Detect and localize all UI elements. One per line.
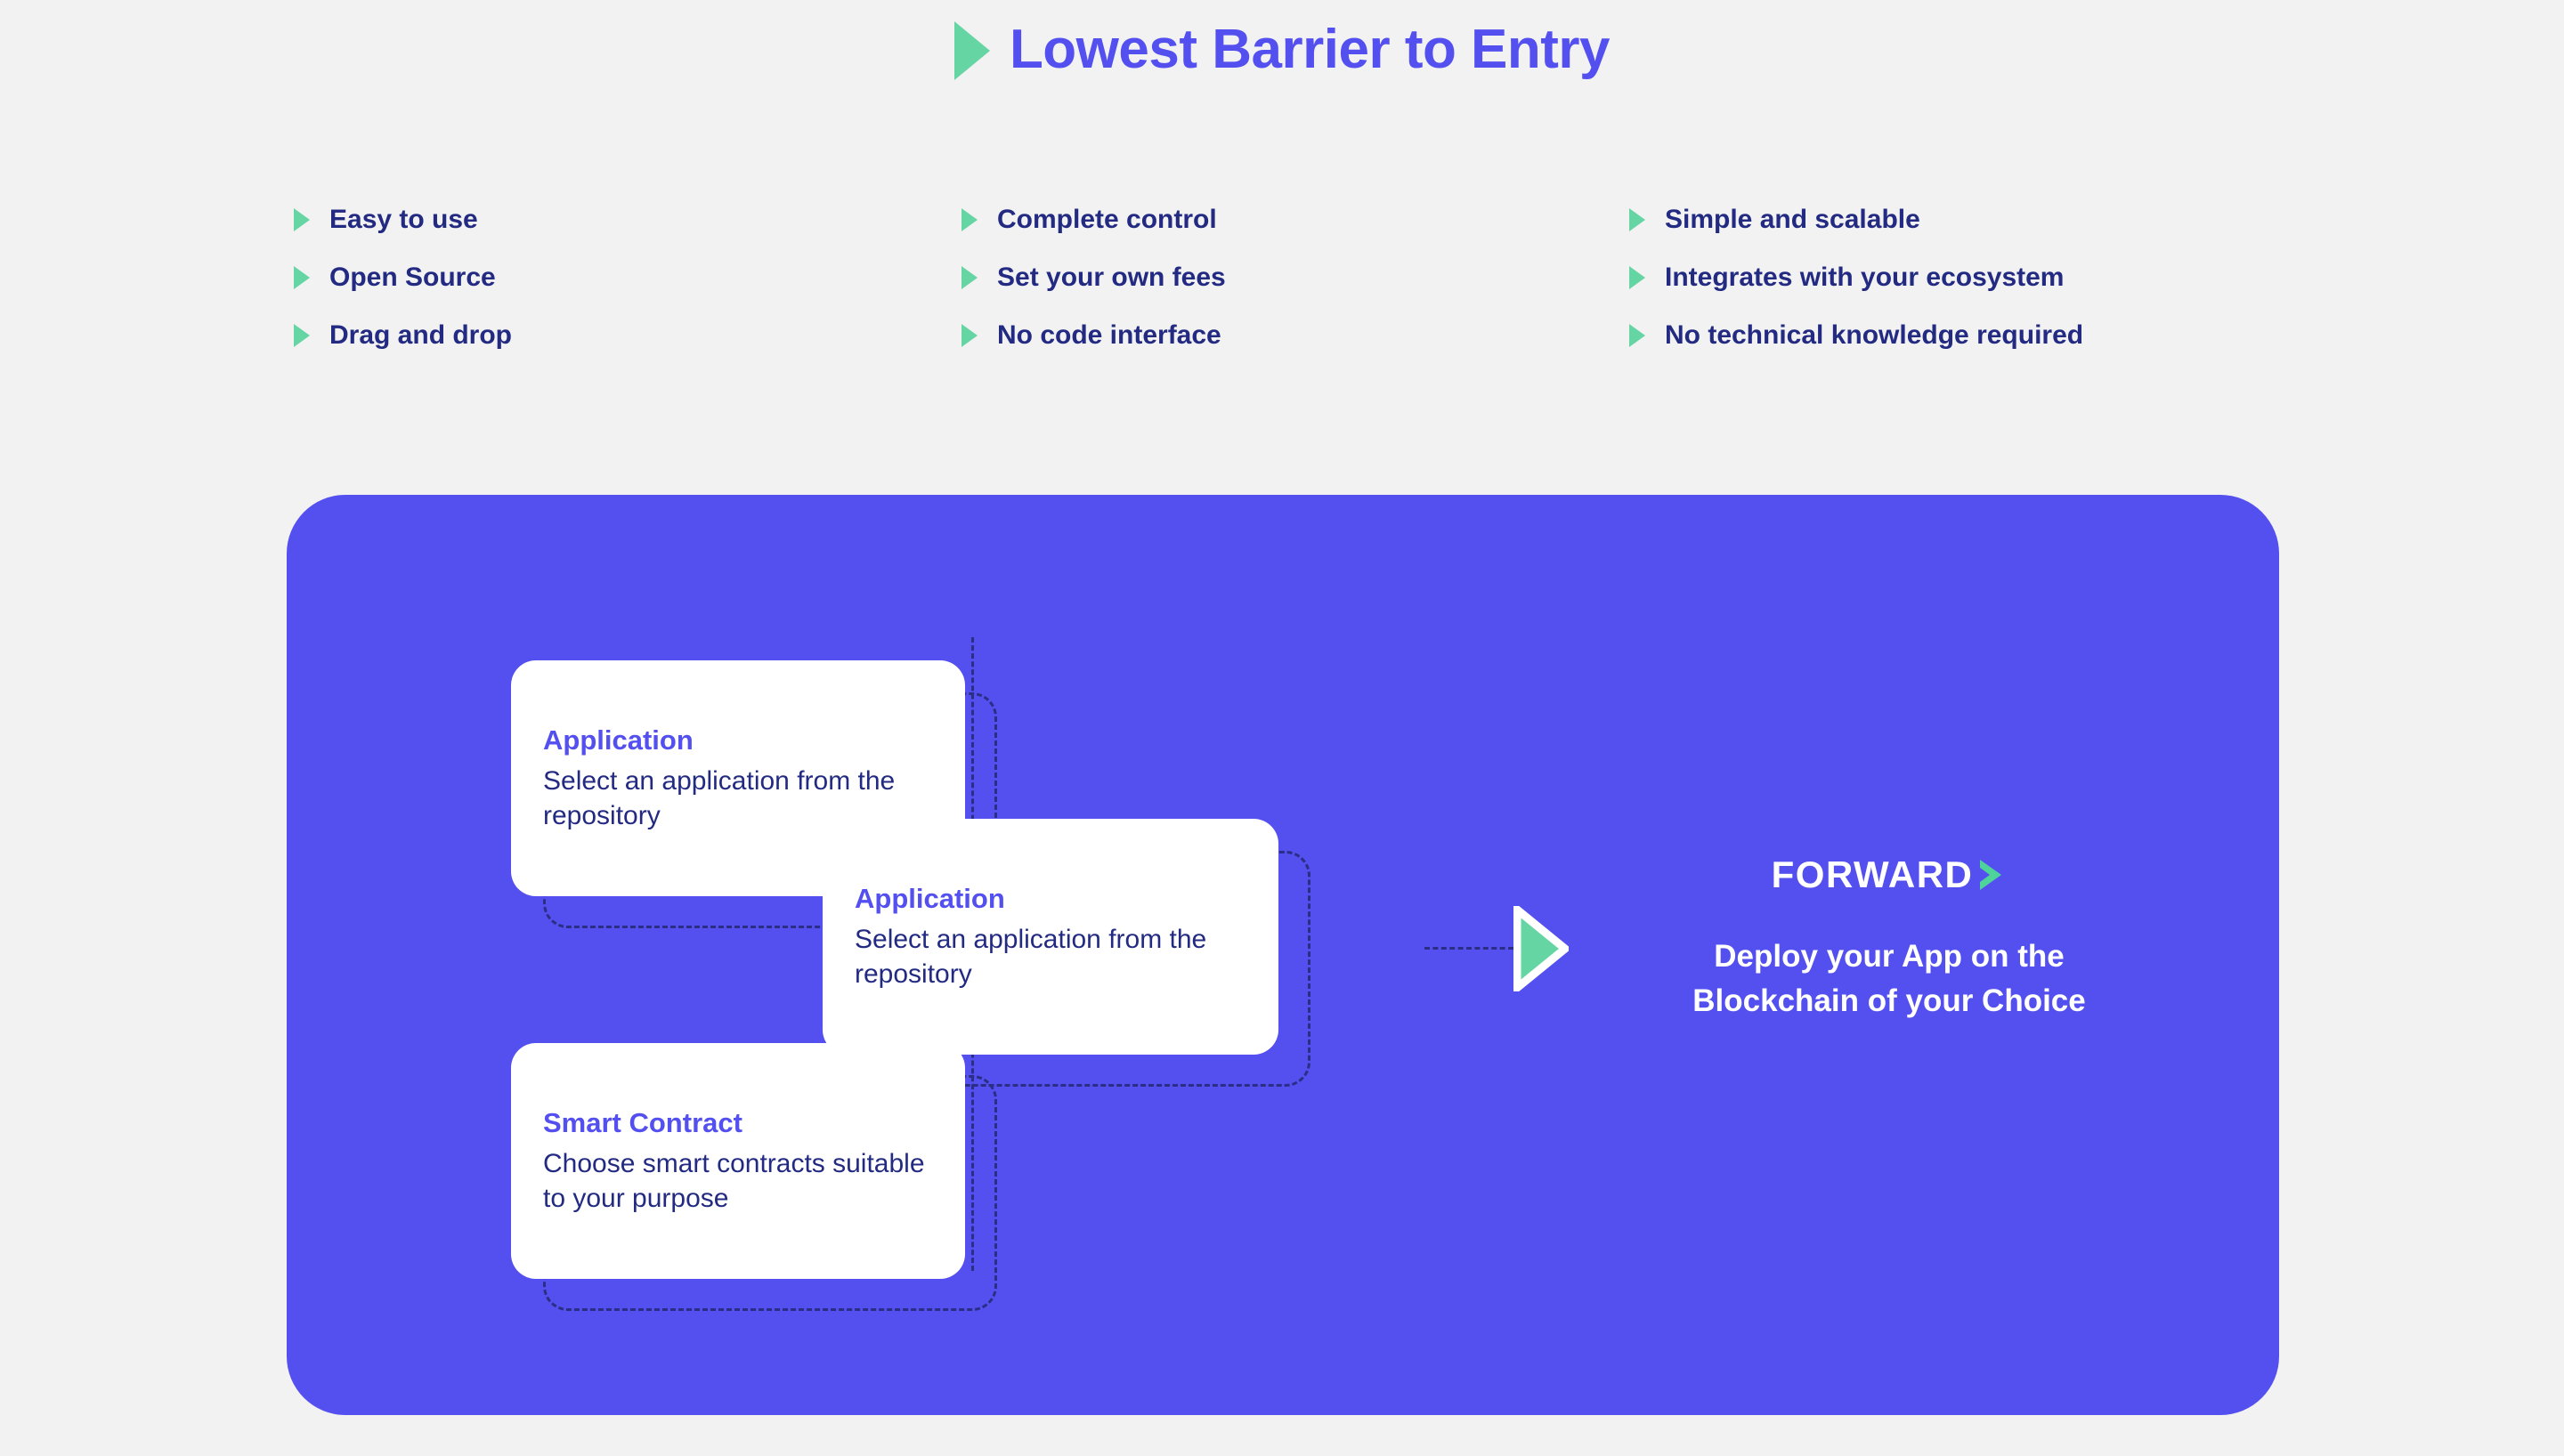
feature-column-3: Simple and scalable Integrates with your… — [1629, 206, 2279, 349]
feature-column-2: Complete control Set your own fees No co… — [961, 206, 1629, 349]
card-description: Select an application from the repositor… — [543, 766, 896, 830]
triangle-right-icon — [961, 266, 978, 289]
page-title: Lowest Barrier to Entry — [1009, 19, 1611, 80]
triangle-right-icon — [961, 208, 978, 231]
card-description: Select an application from the repositor… — [855, 925, 1207, 989]
chevron-right-icon — [1980, 860, 2002, 890]
feature-label: Set your own fees — [997, 263, 1226, 292]
forward-brand-block: FORWARD Deploy your App on the Blockchai… — [1640, 856, 2138, 1023]
card-description: Choose smart contracts suitable to your … — [543, 1149, 925, 1213]
connector-line — [971, 637, 974, 869]
card-title: Application — [543, 724, 694, 756]
feature-label: Simple and scalable — [1665, 205, 1920, 234]
feature-label: Drag and drop — [329, 320, 513, 350]
feature-item-no-technical-knowledge-required: No technical knowledge required — [1629, 322, 2279, 349]
triangle-right-icon — [294, 266, 310, 289]
forward-logo: FORWARD — [1640, 856, 2138, 894]
triangle-right-icon — [1629, 266, 1645, 289]
feature-label: Open Source — [329, 263, 496, 292]
connector-line — [1424, 947, 1513, 950]
arrow-right-outline-icon — [1513, 906, 1569, 991]
feature-item-drag-and-drop: Drag and drop — [294, 322, 961, 349]
feature-item-easy-to-use: Easy to use — [294, 206, 961, 233]
feature-item-complete-control: Complete control — [961, 206, 1629, 233]
feature-item-set-your-own-fees: Set your own fees — [961, 264, 1629, 291]
feature-label: Easy to use — [329, 205, 478, 234]
flow-diagram-panel: Application Select an application from t… — [287, 495, 2279, 1415]
feature-label: No technical knowledge required — [1665, 320, 2084, 350]
feature-item-simple-and-scalable: Simple and scalable — [1629, 206, 2279, 233]
page-header: Lowest Barrier to Entry — [0, 20, 2564, 80]
feature-label: Integrates with your ecosystem — [1665, 263, 2065, 292]
card-title: Application — [855, 882, 1005, 914]
triangle-right-icon — [294, 208, 310, 231]
feature-item-no-code-interface: No code interface — [961, 322, 1629, 349]
feature-label: Complete control — [997, 205, 1217, 234]
feature-item-integrates-with-your-ecosystem: Integrates with your ecosystem — [1629, 264, 2279, 291]
triangle-right-icon — [294, 324, 310, 347]
forward-tagline: Deploy your App on the Blockchain of you… — [1692, 939, 2086, 1018]
triangle-right-icon — [961, 324, 978, 347]
flow-card-smart-contract[interactable]: Smart Contract Choose smart contracts su… — [511, 1043, 965, 1279]
feature-item-open-source: Open Source — [294, 264, 961, 291]
triangle-right-icon — [1629, 324, 1645, 347]
flow-card-application-2[interactable]: Application Select an application from t… — [823, 819, 1278, 1055]
feature-list: Easy to use Open Source Drag and drop Co… — [294, 206, 2279, 349]
triangle-right-icon — [1629, 208, 1645, 231]
feature-label: No code interface — [997, 320, 1221, 350]
feature-column-1: Easy to use Open Source Drag and drop — [294, 206, 961, 349]
forward-logo-text: FORWARD — [1771, 853, 1974, 895]
card-title: Smart Contract — [543, 1106, 742, 1138]
triangle-right-icon — [953, 21, 990, 80]
connector-line — [971, 1029, 974, 1271]
